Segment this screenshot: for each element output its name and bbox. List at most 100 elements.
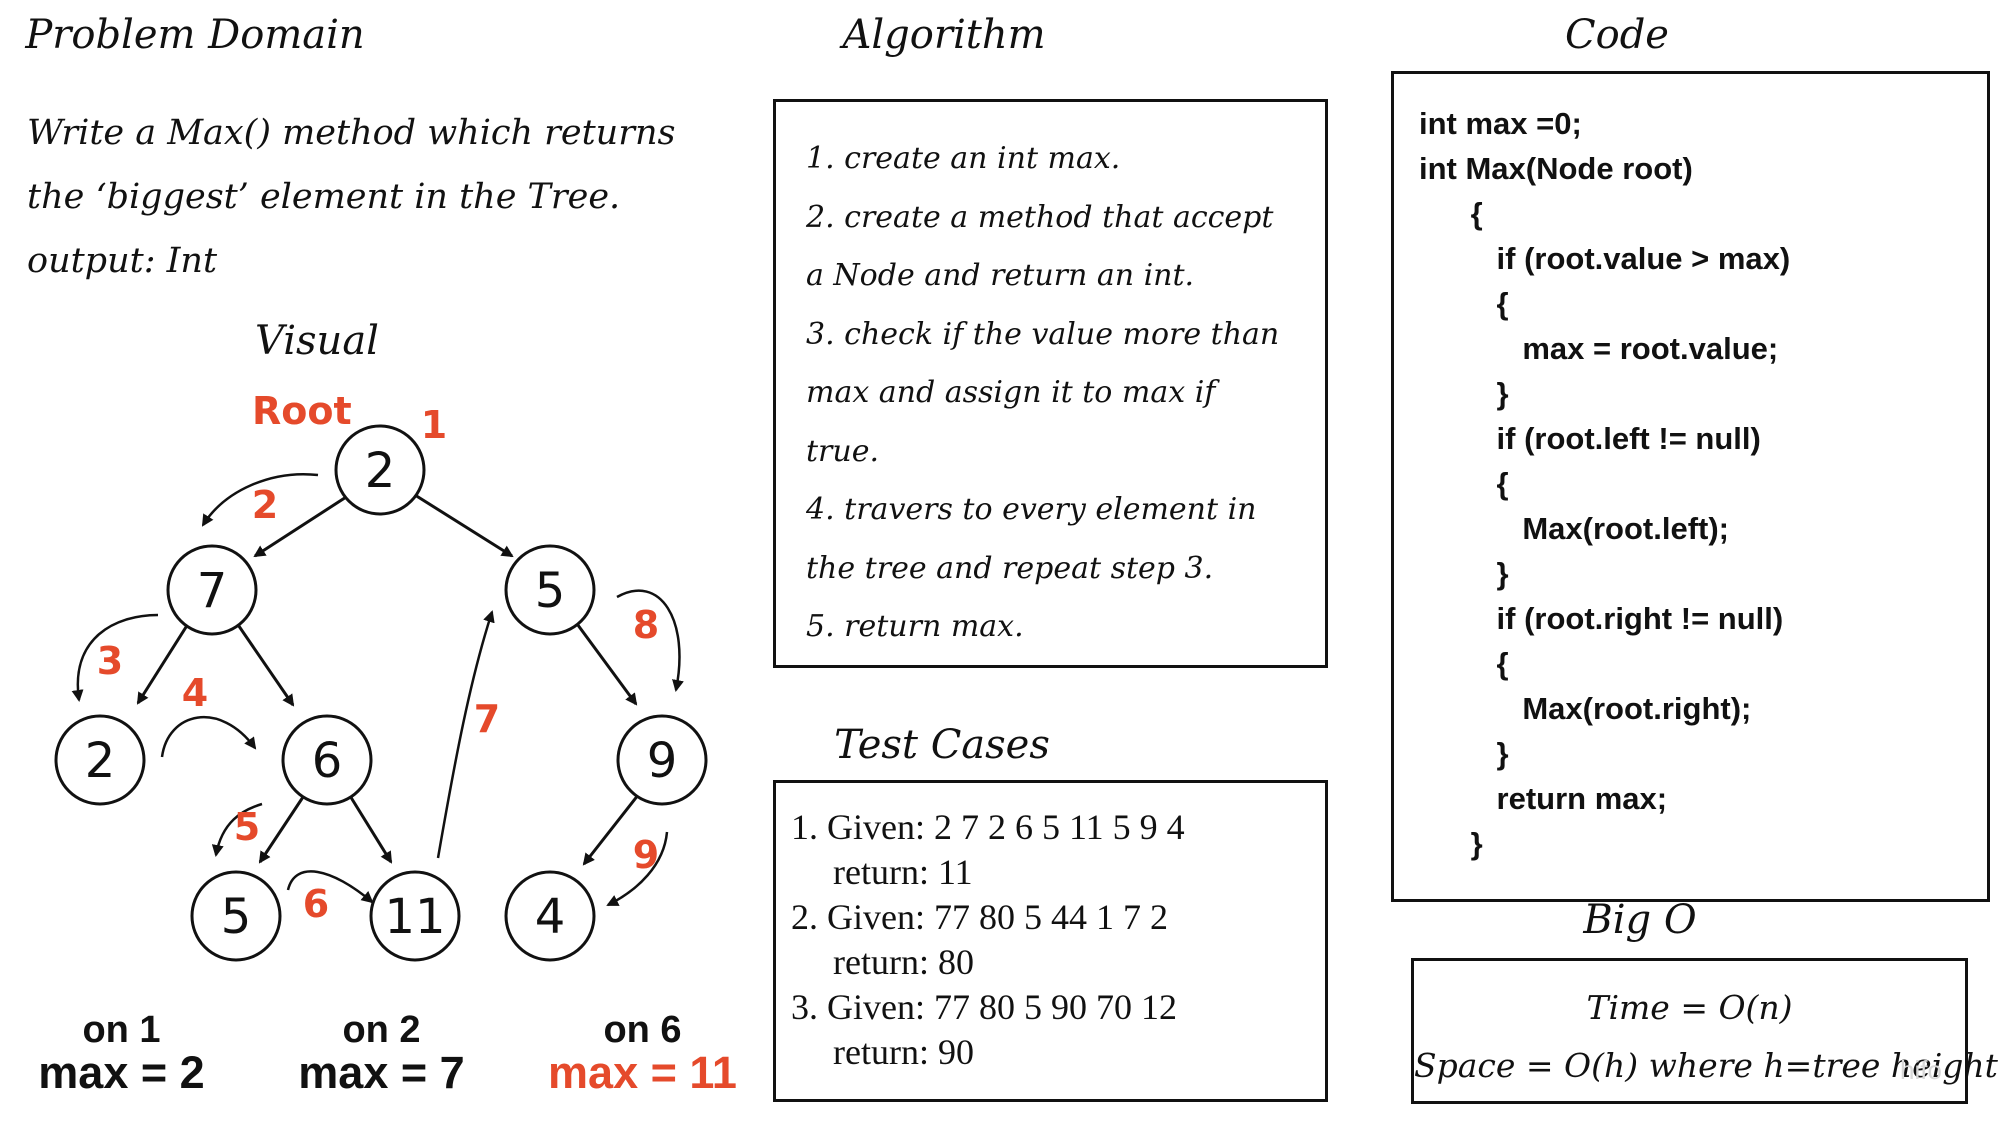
test-case-given: 1. Given: 2 7 2 6 5 11 5 9 4 (791, 807, 1185, 847)
tree-node-circle (54, 714, 146, 806)
tree-node-circle (334, 424, 426, 516)
step-number: 2 (252, 483, 278, 527)
algorithm-line: 4. travers to every element in (806, 492, 1257, 527)
step-number: 6 (303, 882, 329, 926)
step-number: 1 (421, 403, 447, 447)
tree-node-circle (166, 544, 258, 636)
step-number: 7 (474, 697, 500, 741)
tree-node-value: 5 (535, 563, 566, 619)
tree-edge (345, 790, 393, 864)
problem-line: output: Int (27, 241, 218, 281)
max-trace-value: max = 2 (38, 1047, 205, 1098)
tree-edge (582, 789, 644, 866)
algorithm-line: max and assign it to max if (806, 375, 1216, 410)
test-case-return: return: 80 (833, 942, 974, 982)
visual-title: Visual (255, 318, 379, 364)
tree-node-circle (504, 870, 596, 962)
step-number: 4 (182, 671, 208, 715)
code-line: { (1419, 466, 1509, 501)
tree-node-value: 2 (85, 733, 116, 789)
problem-description: Write a Max() method which returns the ‘… (27, 101, 697, 293)
tree-node-value: 9 (647, 733, 678, 789)
code-line: } (1419, 826, 1483, 861)
test-case: 3. Given: 77 80 5 90 70 12 return: 90 (791, 985, 1325, 1075)
code-line: if (root.right != null) (1419, 601, 1784, 636)
traversal-arrow (436, 610, 495, 859)
max-trace-step: on 6 max = 11 (540, 1011, 745, 1097)
code-line: int Max(Node root) (1419, 151, 1693, 186)
algorithm-line: 3. check if the value more than (806, 316, 1280, 352)
test-cases-title: Test Cases (834, 722, 1050, 768)
step-number: 9 (633, 833, 659, 877)
problem-domain-title: Problem Domain (25, 12, 365, 58)
max-trace-step: on 2 max = 7 (284, 1011, 479, 1097)
code-line: if (root.left != null) (1419, 421, 1761, 456)
max-trace-on: on 1 (82, 1009, 161, 1051)
max-trace-on: on 6 (603, 1009, 682, 1051)
tree-edge (406, 488, 514, 558)
tree-edge (136, 615, 195, 705)
code-line: } (1419, 556, 1509, 591)
algorithm-line: a Node and return an int. (806, 258, 1195, 293)
code-title: Code (1565, 12, 1669, 58)
algorithm-line: the tree and repeat step 3. (806, 550, 1214, 586)
code-line: return max; (1419, 781, 1668, 816)
step-number: 5 (234, 805, 260, 849)
tree-edge (258, 790, 309, 864)
test-case-return: return: 11 (833, 852, 973, 892)
traversal-arrow (71, 613, 159, 702)
code-line: { (1419, 646, 1509, 681)
tree-node-circle (504, 544, 596, 636)
code-line: } (1419, 736, 1509, 771)
algorithm-line: 5. return max. (806, 609, 1024, 644)
tree-node-circle (369, 870, 461, 962)
root-label: Root (252, 389, 352, 433)
traversal-arrow (616, 589, 684, 692)
problem-line: the ‘biggest’ element in the Tree. (27, 177, 621, 217)
test-case-given: 2. Given: 77 80 5 44 1 7 2 (791, 897, 1168, 937)
tree-node-circle (281, 714, 373, 806)
code-line: { (1419, 286, 1509, 321)
algorithm-line: true. (806, 433, 880, 469)
max-trace-value: max = 7 (298, 1047, 465, 1098)
algorithm-box: 1. create an int max. 2. create a method… (773, 99, 1328, 668)
max-trace-value: max = 11 (548, 1047, 737, 1098)
step-number: 3 (97, 639, 123, 683)
test-case-return: return: 90 (833, 1032, 974, 1072)
traversal-arrow (160, 715, 257, 758)
test-cases-box: 1. Given: 2 7 2 6 5 11 5 9 4 return: 11 … (773, 780, 1328, 1102)
big-o-title: Big O (1583, 897, 1697, 943)
big-o-box: Time = O(n) Space = O(h) where h=tree he… (1411, 958, 1998, 1104)
algorithm-title: Algorithm (842, 12, 1046, 58)
tree-node-value: 4 (535, 889, 566, 945)
tree-node-value: 2 (365, 443, 396, 499)
problem-line: Write a Max() method which returns (27, 113, 676, 153)
code-line: int max =0; (1419, 106, 1582, 141)
algorithm-line: 2. create a method that accept (806, 199, 1274, 235)
tree-node-value: 6 (312, 733, 343, 789)
code-line: { (1419, 196, 1483, 231)
test-case-given: 3. Given: 77 80 5 90 70 12 (791, 987, 1177, 1027)
code-line: Max(root.right); (1419, 691, 1752, 726)
code-line: if (root.value > max) (1419, 241, 1791, 276)
test-case: 2. Given: 77 80 5 44 1 7 2 return: 80 (791, 895, 1325, 985)
step-number: 8 (633, 603, 659, 647)
tree-node-value: 7 (197, 563, 228, 619)
watermark: hifo (1900, 1055, 1942, 1085)
tree-node-circle (616, 714, 708, 806)
tree-node-value: 11 (384, 889, 445, 945)
tree-edge (570, 616, 638, 706)
tree-node-circle (190, 870, 282, 962)
tree-node-value: 5 (221, 889, 252, 945)
max-trace-on: on 2 (342, 1009, 421, 1051)
traversal-arrow (286, 870, 374, 904)
tree-edge (230, 615, 295, 707)
code-line: Max(root.left); (1419, 511, 1729, 546)
tree-edge (253, 488, 358, 558)
space-complexity: Space = O(h) where h=tree height (1414, 1046, 1998, 1085)
code-line: } (1419, 376, 1509, 411)
traversal-arrow (201, 473, 319, 527)
max-trace-step: on 1 max = 2 (24, 1011, 219, 1097)
time-complexity: Time = O(n) (1586, 988, 1793, 1027)
traversal-arrow (211, 802, 263, 857)
